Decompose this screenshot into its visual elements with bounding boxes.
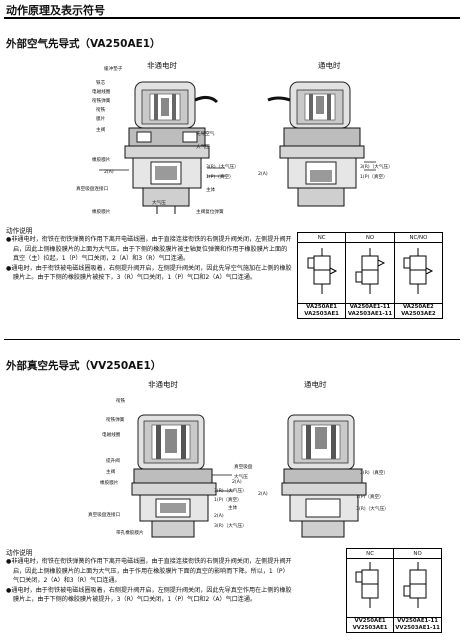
label-2a-on: 2(A) — [258, 172, 268, 177]
label-3r-on-2: 3(R)（真空） — [360, 471, 389, 476]
valve-symbol-nc — [307, 248, 337, 294]
label-2a-top-2: 2(A) — [232, 480, 242, 485]
label-3r-off-2b: 3(R)（大气压） — [214, 524, 247, 529]
state-off-label: 非通电时 — [147, 61, 177, 70]
desc-2-off: ●非通电时，衔铁在衔铁弹簧的作用下离开电磁线圈，由于直接连接衔铁的右侧提升阀关闭… — [6, 558, 292, 585]
model-2: VA2503AE1 — [304, 311, 339, 317]
label-vacuum-port-2: 真空吸盘连接口 — [88, 513, 121, 518]
model-1: VA250AE1 — [306, 304, 338, 310]
label-1p-off-2: 1(P)（真空） — [214, 498, 242, 503]
valve-symbol-ncno — [403, 248, 434, 294]
label-coil-2: 电磁线圈 — [102, 433, 121, 438]
valve-diagram-va-on — [267, 81, 376, 207]
model-vv-1: VV250AE1 — [354, 618, 386, 624]
label-pilot-air: 先导空气 — [196, 132, 215, 137]
description-2: ●非通电时，衔铁在衔铁弹簧的作用下离开电磁线圈，由于直接连接衔铁的右侧提升阀关闭… — [6, 557, 292, 605]
table-header-no: NO — [345, 232, 395, 243]
label-diaphragm-2: 橡胶膜片 — [100, 481, 119, 486]
label-coil: 电磁线圈 — [92, 90, 111, 95]
label-armature-spring: 衔铁弹簧 — [92, 99, 111, 104]
valve-diagram-vv-on — [281, 414, 367, 538]
label-atmo-2: 大气压 — [234, 475, 248, 480]
desc-2-on: ●通电时，由于衔铁被电磁线圈吸着，右侧提升阀开启，左侧提升阀关闭，因此先导真空作… — [6, 586, 292, 604]
title-rule — [4, 17, 460, 19]
label-1p-off: 1(P)（真空） — [206, 175, 234, 180]
table2-header-no: NO — [393, 548, 442, 559]
label-1p-on: 1(P)（真空） — [360, 175, 388, 180]
table-header-nc: NC — [296, 232, 347, 243]
state-off-label-2: 非通电时 — [148, 380, 178, 389]
section-divider — [4, 339, 460, 340]
valve-symbol-no-2 — [403, 562, 427, 608]
label-diaphragm: 橡胶膜片 — [92, 158, 111, 163]
valve-diagram-va-off — [99, 81, 225, 214]
label-2a-off: 2(A) — [104, 170, 114, 175]
state-on-label: 通电时 — [318, 61, 341, 70]
label-main-valve-2: 主阀 — [106, 470, 116, 475]
label-body: 主体 — [206, 188, 216, 193]
label-buffer: 缓冲垫子 — [104, 67, 123, 72]
label-3r-off-2: 3(R)（大气压） — [214, 489, 247, 494]
label-poppet-2: 提升阀 — [106, 459, 120, 464]
model-3: VA250AE1-11 — [349, 304, 391, 310]
model-vv-2: VV2503AE1 — [352, 625, 388, 631]
model-5: VA250AE2 — [402, 304, 434, 310]
label-armature: 衔铁 — [96, 108, 106, 113]
label-armature-spring-2: 衔铁弹簧 — [106, 418, 125, 423]
desc-1-on: ●通电时，由于衔铁被电磁线圈吸着，右侧提升阀开启，左侧提升阀关闭，因此先导空气施… — [6, 264, 292, 282]
valve-symbol-no — [355, 248, 386, 294]
section-title-vv: 外部真空先导式（VV250AE1） — [6, 360, 162, 372]
desc-heading-2: 动作说明 — [6, 549, 33, 557]
label-poppet: 膜片 — [96, 117, 106, 122]
label-2a-on-2: 2(A) — [258, 492, 268, 497]
label-3r-on: 3(R)（大气压） — [360, 165, 393, 170]
label-3r-on-2b: 3(R)（大气压） — [356, 507, 389, 512]
valve-diagram-vv-off — [131, 414, 234, 538]
label-2a-off-2: 2(A) — [214, 514, 224, 519]
label-return-spring: 主阀复位弹簧 — [196, 210, 224, 215]
label-diaphragm-lower: 橡胶膜片 — [92, 210, 111, 215]
table-header-ncno: NC/NO — [393, 232, 444, 243]
label-body-2: 主体 — [228, 506, 238, 511]
page-title: 动作原理及表示符号 — [6, 4, 105, 17]
model-6: VA2503AE2 — [401, 311, 436, 317]
label-hole-diaphragm: 带孔橡胶膜片 — [116, 531, 144, 536]
description-1: ●非通电时，衔铁在衔铁弹簧的作用下离开电磁线圈，由于直接连接衔铁的右侧提升阀关闭… — [6, 235, 292, 283]
label-atmo-bottom: 大气压 — [152, 201, 166, 206]
section-title-va: 外部空气先导式（VA250AE1） — [6, 38, 161, 50]
label-atmo: 大气压 — [196, 145, 210, 150]
label-vacuum-port: 真空吸盘连接口 — [76, 187, 109, 192]
model-vv-3: VV250AE1-11 — [397, 618, 439, 624]
valve-symbol-nc-2 — [355, 562, 379, 608]
table2-header-nc: NC — [345, 548, 395, 559]
model-vv-4: VV2503AE1-11 — [395, 625, 440, 631]
label-1p-on-2: 1(P)（真空） — [356, 495, 384, 500]
model-4: VA2503AE1-11 — [347, 311, 393, 317]
desc-1-off: ●非通电时，衔铁在衔铁弹簧的作用下离开电磁线圈，由于直接连接衔铁的右侧提升阀关闭… — [6, 236, 292, 263]
state-on-label-2: 通电时 — [304, 380, 327, 389]
label-vacuum-cup: 真空吸盘 — [234, 465, 253, 470]
label-armature-2: 衔铁 — [116, 399, 126, 404]
desc-heading-1: 动作说明 — [6, 227, 33, 235]
label-main-valve: 主阀 — [96, 128, 106, 133]
label-iron-core: 铁芯 — [96, 81, 106, 86]
label-3r-off: 3(R)（大气压） — [206, 165, 239, 170]
